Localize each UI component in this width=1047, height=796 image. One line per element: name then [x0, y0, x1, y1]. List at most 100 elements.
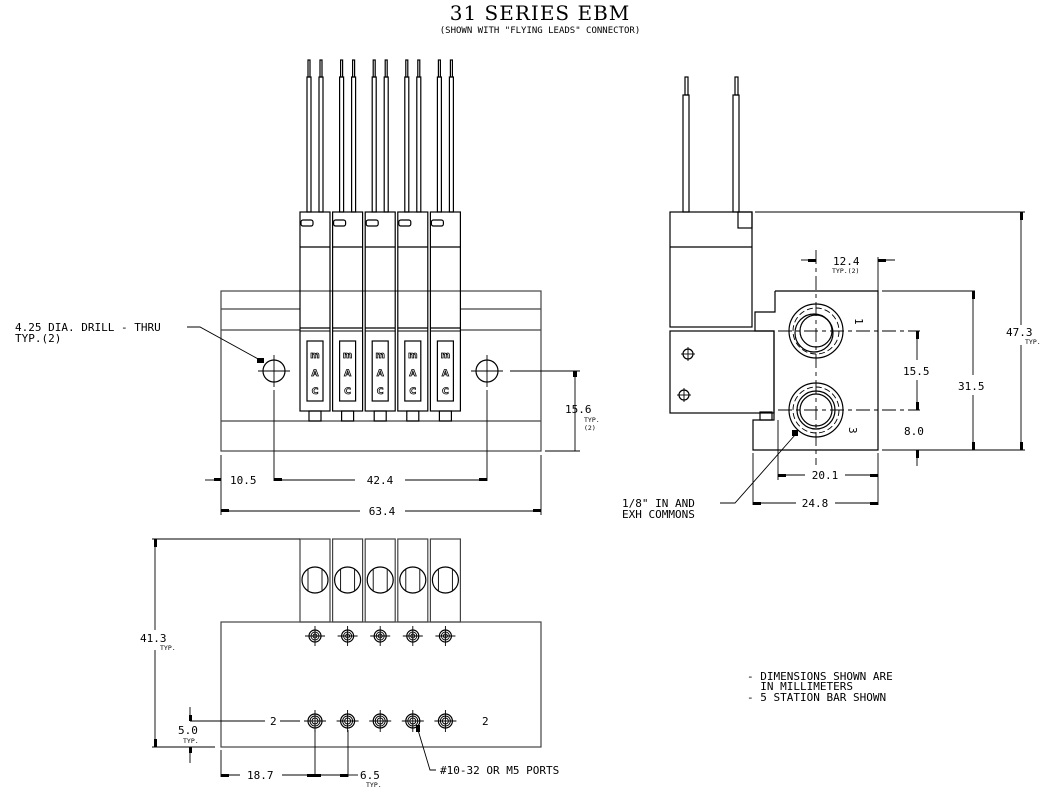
lead-tip	[405, 59, 409, 78]
valve-station: mAC	[397, 59, 429, 422]
notes: - DIMENSIONS SHOWN ARE IN MILLIMETERS - …	[747, 670, 893, 704]
dim-5-0-note: TYP.	[183, 737, 199, 745]
port-icon	[435, 626, 456, 646]
valve-station-top	[332, 538, 364, 623]
lead-wire	[383, 76, 389, 213]
coil-circle	[431, 566, 459, 594]
dim-24-8: 24.8	[802, 497, 829, 510]
lead-wire	[318, 76, 324, 213]
port-icon	[402, 626, 423, 646]
lead-wire	[306, 76, 312, 213]
valve-station-top	[364, 538, 396, 623]
dim-10-5: 10.5	[230, 474, 257, 487]
dim-15-6-note-2: (2)	[584, 424, 596, 432]
dim-6-5: 6.5	[360, 769, 380, 782]
mac-logo-letter: A	[312, 369, 319, 379]
drill-callout-line1: 4.25 DIA. DRILL - THRU	[15, 321, 161, 334]
lead-wire	[371, 76, 377, 213]
valve-station: mAC	[364, 59, 396, 422]
outlet-port-row	[304, 710, 457, 732]
dim-12-4: 12.4	[833, 255, 860, 268]
coil-circle	[334, 566, 362, 594]
mac-logo-letter: A	[442, 369, 449, 379]
mac-logo-letter: m	[408, 351, 417, 361]
mac-logo-letter: C	[409, 387, 416, 397]
port-label-2-left: 2	[270, 715, 277, 728]
solenoid-body	[669, 211, 753, 328]
mac-logo-letter: m	[343, 351, 352, 361]
port-label-1: 1	[852, 318, 865, 325]
valve-body	[332, 211, 364, 412]
valve-body	[397, 211, 429, 412]
lead-tip	[384, 59, 388, 78]
mac-logo-letter: A	[344, 369, 351, 379]
side-view: 1 3 12.4 TYP.(2) 15.5 31.5 47.3 TYP.	[622, 76, 1041, 521]
mac-logo-letter: A	[377, 369, 384, 379]
valve-body	[364, 211, 396, 412]
valve-foot	[341, 410, 355, 422]
mac-logo	[306, 340, 324, 402]
valve-body	[752, 290, 879, 451]
valve-outline	[299, 538, 331, 623]
mac-logo-letter: m	[310, 351, 319, 361]
lead-wire	[339, 76, 345, 213]
valve-station-top	[429, 538, 461, 623]
commons-callout-line2: EXH COMMONS	[622, 508, 695, 521]
dim-15-6-note-1: TYP.	[584, 416, 600, 424]
dim-31-5: 31.5	[958, 380, 985, 393]
port-icon	[369, 710, 392, 732]
valve-body	[299, 211, 331, 412]
valve-foot	[438, 410, 452, 422]
dim-18-7: 18.7	[247, 769, 274, 782]
commons-callout-line1: 1/8" IN AND	[622, 497, 695, 510]
mounting-hole-right	[471, 355, 503, 387]
lead-tip	[340, 59, 344, 78]
coil-circle	[301, 566, 329, 594]
lead-wire	[436, 76, 442, 213]
mac-logo-letter: C	[377, 387, 384, 397]
port-icon	[305, 626, 325, 646]
valve-foot	[406, 410, 420, 422]
mac-logo-letter: m	[441, 351, 450, 361]
solenoid-operator	[669, 330, 775, 414]
lead-tip	[319, 59, 323, 78]
connector-latch	[398, 219, 412, 227]
valve-outline	[332, 538, 364, 623]
dim-8-0: 8.0	[904, 425, 924, 438]
lead-tip	[449, 59, 453, 78]
connector-latch	[300, 219, 314, 227]
pilot-port-row	[305, 626, 456, 646]
lead-tip	[372, 59, 376, 78]
dim-41-3-note: TYP.	[160, 644, 176, 652]
valve-outline	[364, 538, 396, 623]
drawing-subtitle: (SHOWN WITH "FLYING LEADS" CONNECTOR)	[440, 26, 640, 36]
port-icon	[434, 710, 457, 732]
port-label-3: 3	[846, 427, 859, 434]
port-icon	[401, 710, 424, 732]
mac-logo	[371, 340, 389, 402]
valve-station-top	[299, 538, 331, 623]
lead-wire	[351, 76, 357, 213]
dim-63-4: 63.4	[369, 505, 396, 518]
port-icon	[336, 710, 359, 732]
ports-leader	[417, 729, 436, 771]
mac-logo	[436, 340, 454, 402]
dim-47-3-note: TYP.	[1025, 338, 1041, 346]
mac-logo-letter: C	[442, 387, 449, 397]
lead-tip	[417, 59, 421, 78]
port-icon	[370, 626, 391, 646]
port-icon	[337, 626, 358, 646]
valve-top-row	[299, 538, 461, 623]
dim-20-1: 20.1	[812, 469, 839, 482]
lead-tip	[437, 59, 441, 78]
note-line-3: - 5 STATION BAR SHOWN	[747, 691, 886, 704]
commons-leader	[720, 434, 796, 504]
coil-circle	[399, 566, 427, 594]
connector-latch	[365, 219, 379, 227]
drawing-title: 31 SERIES EBM	[450, 1, 631, 25]
valve-foot	[373, 410, 387, 422]
note-line-1: - DIMENSIONS SHOWN ARE	[747, 670, 893, 683]
